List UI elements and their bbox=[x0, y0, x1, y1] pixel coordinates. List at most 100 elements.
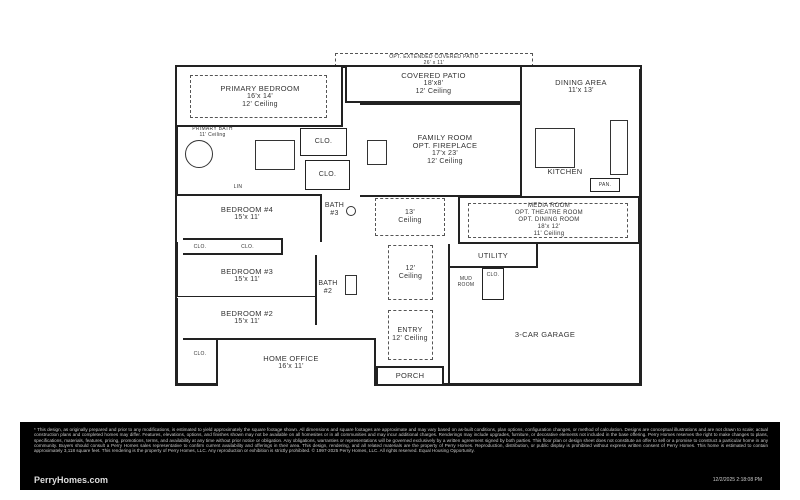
room-name: BATH bbox=[318, 280, 338, 287]
home-office-label: HOME OFFICE 16'x 11' bbox=[216, 345, 366, 380]
room-name: ENTRY bbox=[397, 327, 423, 334]
media-tray-ceiling bbox=[468, 203, 628, 238]
closet-label: CLO. bbox=[230, 240, 265, 253]
divider bbox=[177, 296, 317, 298]
room-name: PORCH bbox=[395, 371, 425, 380]
floor-plan: OPT. EXTENDED COVERED PATIO 26' x 11' CO… bbox=[175, 53, 642, 386]
closet-label: CLO. bbox=[482, 270, 504, 280]
garage-label: 3-CAR GARAGE bbox=[450, 300, 640, 370]
tray-ceiling bbox=[190, 75, 327, 118]
room-name: CLO. bbox=[193, 243, 207, 250]
room-name: KITCHEN bbox=[547, 167, 583, 176]
closet-label: CLO. bbox=[300, 128, 347, 156]
room-size: 18'x 12' bbox=[537, 223, 561, 230]
bathtub-icon bbox=[185, 140, 213, 168]
room-name: MUD bbox=[459, 276, 473, 282]
room-covered-patio bbox=[345, 65, 522, 103]
timestamp: 12/2/2025 2:18:08 PM bbox=[712, 477, 762, 483]
room-name: HOME OFFICE bbox=[263, 353, 319, 363]
opt-patio-size: 26' x 11' bbox=[423, 60, 445, 66]
room-name: BEDROOM #3 bbox=[220, 267, 274, 276]
room-media-room bbox=[458, 196, 640, 244]
mud-room-label: MUD ROOM bbox=[452, 275, 480, 289]
room-ceiling: Ceiling bbox=[398, 272, 423, 280]
room-option: OPT. DINING ROOM bbox=[518, 216, 580, 223]
dining-area-label: DINING AREA 11'x 13' bbox=[522, 72, 640, 102]
closet bbox=[183, 338, 218, 382]
room-size: 12' bbox=[405, 264, 416, 272]
room-name: PAN. bbox=[598, 182, 612, 188]
primary-bath-label: PRIMARY BATH 11' Ceiling bbox=[185, 126, 240, 138]
covered-patio-label: COVERED PATIO 18'x8' 12' Ceiling bbox=[345, 65, 522, 103]
room-size: 17'x 23' bbox=[431, 150, 459, 157]
primary-bedroom-label: PRIMARY BEDROOM 16'x 14' 12' Ceiling bbox=[177, 67, 343, 127]
pantry bbox=[590, 178, 620, 192]
room-size: 18'x8' bbox=[423, 80, 444, 87]
entry-ceiling bbox=[388, 310, 433, 360]
room-ceiling: 12' Ceiling bbox=[427, 158, 463, 165]
utility-label: UTILITY bbox=[448, 244, 538, 268]
media-room-label: MEDIA ROOM OPT. THEATRE ROOM OPT. DINING… bbox=[458, 198, 640, 242]
porch-label: PORCH bbox=[376, 366, 444, 386]
room-name: BEDROOM #4 bbox=[220, 205, 274, 214]
mud-closet bbox=[482, 268, 504, 300]
room-name: CLO. bbox=[314, 138, 333, 145]
room-number: #2 bbox=[323, 288, 333, 295]
room-name: CLO. bbox=[318, 171, 337, 178]
fireplace-icon bbox=[367, 140, 387, 165]
kitchen-label: KITCHEN bbox=[530, 165, 600, 179]
room-bedroom-4 bbox=[177, 194, 322, 242]
kitchen-island bbox=[535, 128, 575, 168]
room-ceiling: 11' Ceiling bbox=[533, 230, 565, 237]
sink-icon bbox=[346, 206, 356, 216]
entry-label: ENTRY 12' Ceiling bbox=[380, 320, 440, 350]
room-ceiling: 12' Ceiling bbox=[392, 335, 428, 342]
bath-2-label: BATH #2 bbox=[317, 278, 339, 298]
closet-label: CLO. bbox=[185, 348, 215, 360]
room-ceiling: 12' Ceiling bbox=[242, 101, 278, 108]
room-name: CLO. bbox=[241, 243, 254, 250]
family-room-label: FAMILY ROOM OPT. FIREPLACE 17'x 23' 12' … bbox=[360, 103, 530, 197]
room-option: OPT. FIREPLACE bbox=[412, 141, 478, 150]
room-size: 13' bbox=[404, 209, 416, 216]
room-name: 3-CAR GARAGE bbox=[514, 330, 576, 339]
room-option: OPT. THEATRE ROOM bbox=[515, 209, 583, 216]
room-number: #3 bbox=[330, 210, 339, 217]
room-ceiling: 12' Ceiling bbox=[415, 88, 452, 95]
hall-label: 12' Ceiling bbox=[388, 245, 433, 300]
bath-3-label: BATH #3 bbox=[322, 200, 347, 220]
disclaimer-footer: * This design, as originally prepared an… bbox=[20, 422, 780, 490]
brand-link[interactable]: PerryHomes.com bbox=[34, 475, 109, 485]
room-name: DINING AREA bbox=[555, 78, 607, 87]
bedroom-3-label: BEDROOM #3 15'x 11' bbox=[177, 258, 317, 294]
room-name: PRIMARY BEDROOM bbox=[220, 84, 300, 93]
disclaimer-text: * This design, as originally prepared an… bbox=[34, 427, 768, 454]
closet bbox=[305, 160, 350, 190]
closet-label: CLO. bbox=[185, 240, 215, 253]
room-name: LIN bbox=[233, 184, 243, 190]
room-name: CLO. bbox=[193, 351, 207, 357]
room-name: ROOM bbox=[457, 282, 475, 288]
room-name: FAMILY ROOM bbox=[417, 133, 473, 142]
hall-ceiling bbox=[388, 245, 433, 300]
opt-patio-label: OPT. EXTENDED COVERED PATIO bbox=[389, 54, 479, 60]
room-size: 16'x 11' bbox=[278, 362, 304, 370]
pantry-label: PAN. bbox=[590, 178, 620, 192]
room-ceiling: Ceiling bbox=[398, 217, 422, 224]
foyer-label: 13' Ceiling bbox=[375, 198, 445, 236]
closet-label: CLO. bbox=[305, 160, 350, 190]
room-ceiling: 11' Ceiling bbox=[199, 132, 226, 138]
garage-wall bbox=[448, 244, 450, 386]
room-home-office bbox=[216, 338, 376, 386]
room-name: BATH bbox=[324, 202, 345, 209]
room-utility bbox=[448, 244, 538, 268]
porch bbox=[376, 366, 444, 386]
room-size: 15'x 11' bbox=[234, 214, 260, 221]
bathtub-icon bbox=[345, 275, 357, 295]
room-size: 15'x 11' bbox=[234, 318, 260, 325]
foyer-ceiling bbox=[375, 198, 445, 236]
room-bath-2 bbox=[315, 255, 362, 325]
room-size: 11'x 13' bbox=[568, 87, 594, 94]
room-name: MEDIA ROOM bbox=[527, 202, 570, 209]
room-name: UTILITY bbox=[477, 251, 509, 260]
